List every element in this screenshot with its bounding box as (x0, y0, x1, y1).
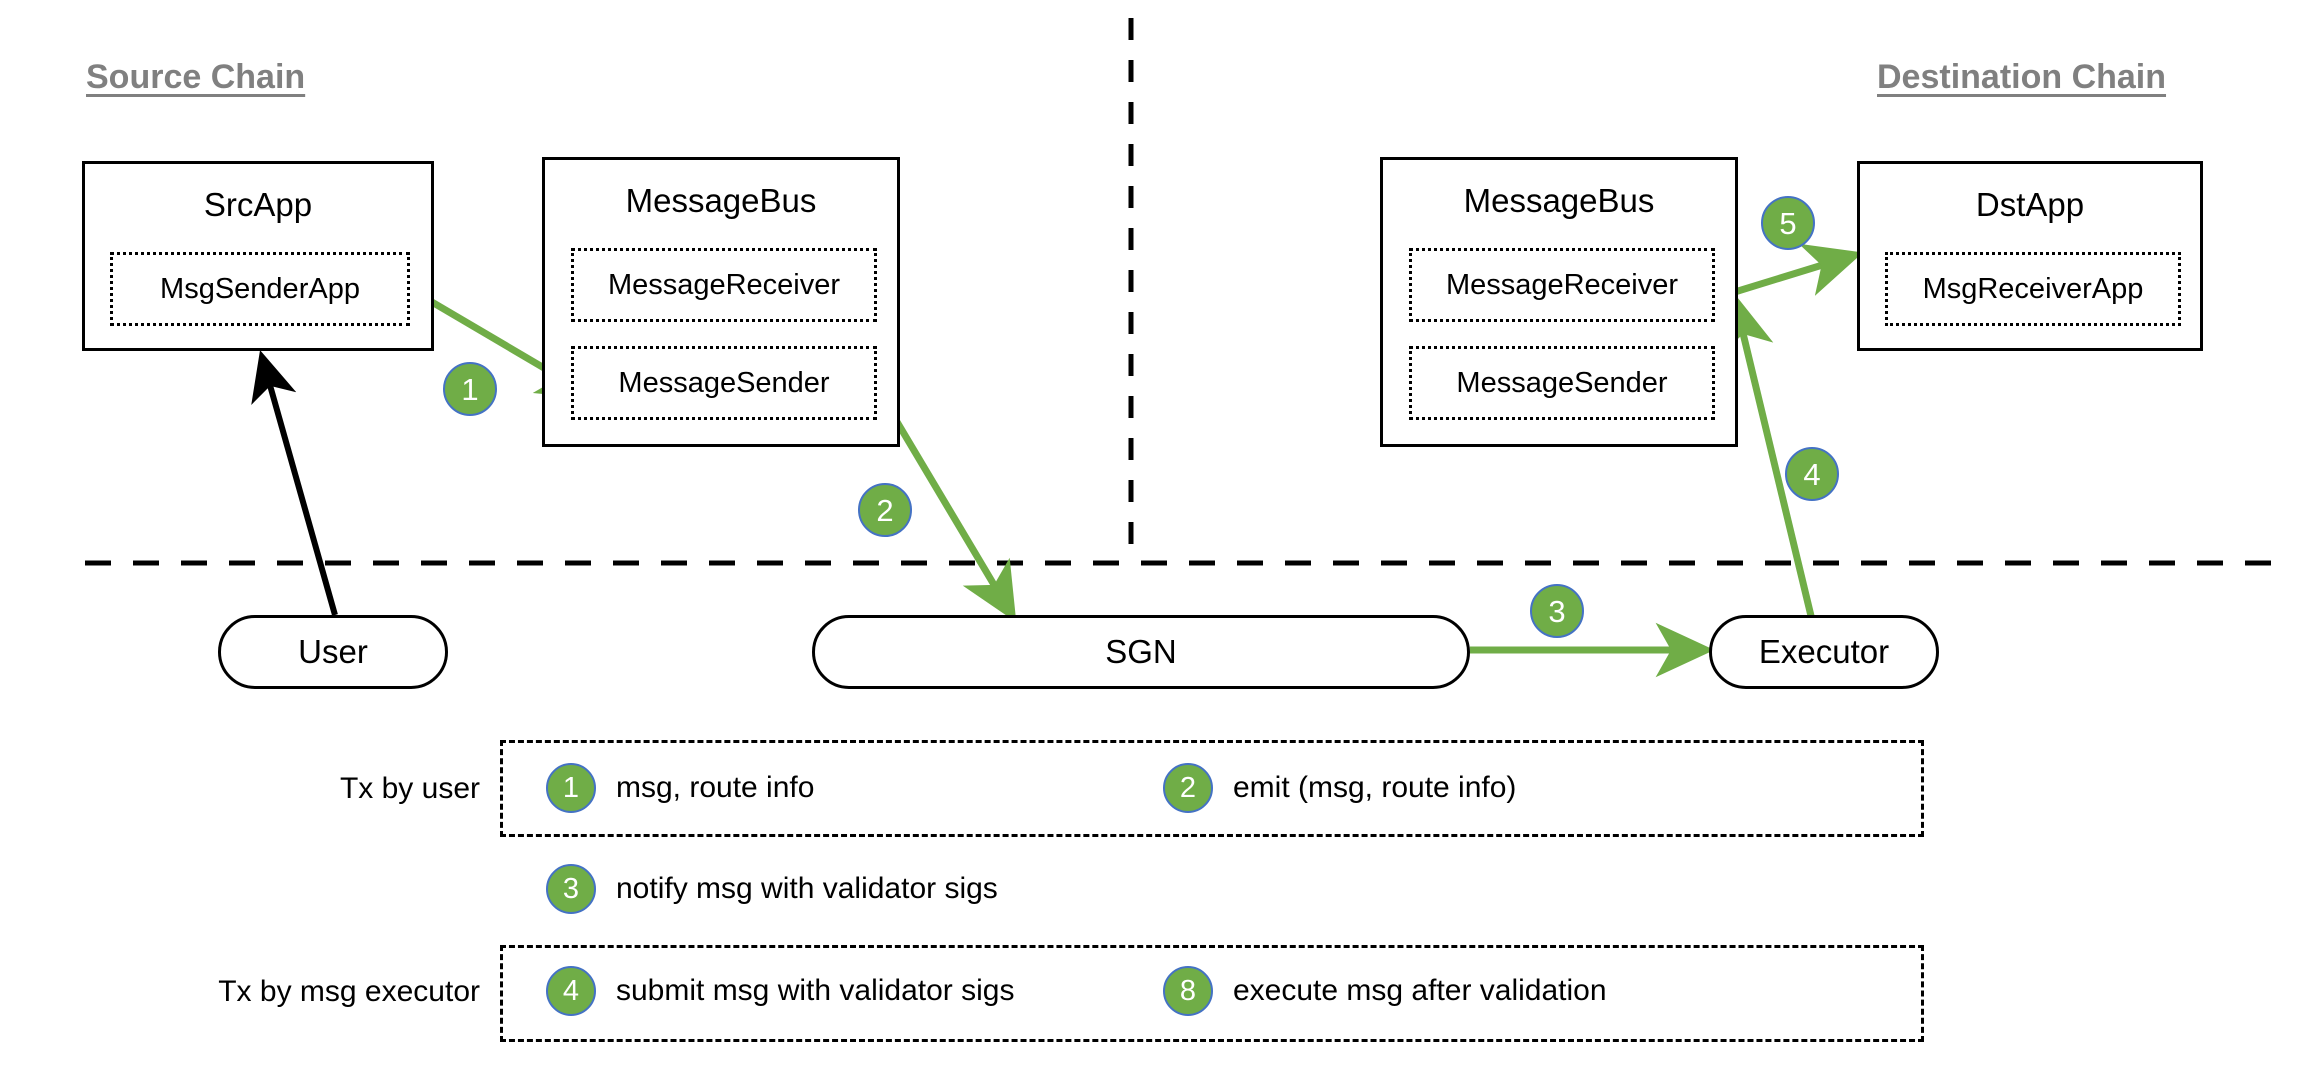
legend-badge-3: 3 (546, 864, 596, 914)
message-bus-destination-component-message-receiver[interactable]: MessageReceiver (1409, 248, 1715, 322)
legend-box-tx-by-msg-executor (500, 945, 1924, 1042)
legend-label-tx-by-msg-executor: Tx by msg executor (218, 975, 480, 1008)
message-bus-source-title: MessageBus (625, 182, 817, 219)
legend-entry-2: 2 emit (msg, route info) (1163, 763, 1516, 813)
src-app-title: SrcApp (203, 186, 313, 223)
legend-text-8: execute msg after validation (1233, 974, 1607, 1007)
legend-entry-1: 1 msg, route info (546, 763, 814, 813)
legend-badge-2: 2 (1163, 763, 1213, 813)
source-chain-title: Source Chain (86, 58, 306, 96)
destination-chain-title: Destination Chain (1877, 58, 2167, 96)
step-badge-2: 2 (858, 483, 912, 537)
legend-text-1: msg, route info (616, 771, 815, 804)
arrow-user-to-srcapp (251, 350, 338, 616)
step-badge-5: 5 (1761, 196, 1815, 250)
node-dst-app[interactable]: DstApp MsgReceiverApp (1857, 161, 2203, 351)
step-badge-1: 1 (443, 362, 497, 416)
legend-entry-4: 4 submit msg with validator sigs (546, 966, 1014, 1016)
legend-label-tx-by-user: Tx by user (339, 772, 480, 805)
legend-text-3: notify msg with validator sigs (616, 872, 998, 905)
node-src-app[interactable]: SrcApp MsgSenderApp (82, 161, 434, 351)
legend-badge-4: 4 (546, 966, 596, 1016)
message-bus-destination-title: MessageBus (1463, 182, 1655, 219)
node-message-bus-destination[interactable]: MessageBus MessageReceiver MessageSender (1380, 157, 1738, 447)
node-sgn[interactable]: SGN (812, 615, 1470, 689)
arrow-step-5 (1723, 243, 1864, 299)
node-executor[interactable]: Executor (1709, 615, 1939, 689)
node-user[interactable]: User (218, 615, 448, 689)
legend-text-2: emit (msg, route info) (1233, 771, 1517, 804)
legend-entry-8: 8 execute msg after validation (1163, 966, 1607, 1016)
src-app-component-msg-sender-app[interactable]: MsgSenderApp (110, 252, 410, 326)
legend-badge-8: 8 (1163, 966, 1213, 1016)
message-bus-source-component-message-receiver[interactable]: MessageReceiver (571, 248, 877, 322)
message-bus-source-component-message-sender[interactable]: MessageSender (571, 346, 877, 420)
step-badge-4: 4 (1785, 447, 1839, 501)
legend-badge-1: 1 (546, 763, 596, 813)
message-bus-destination-component-message-sender[interactable]: MessageSender (1409, 346, 1715, 420)
step-badge-3: 3 (1530, 584, 1584, 638)
legend-entry-3: 3 notify msg with validator sigs (546, 864, 998, 914)
legend-text-4: submit msg with validator sigs (616, 974, 1015, 1007)
node-message-bus-source[interactable]: MessageBus MessageReceiver MessageSender (542, 157, 900, 447)
legend-box-tx-by-user (500, 740, 1924, 837)
dst-app-component-msg-receiver-app[interactable]: MsgReceiverApp (1885, 252, 2181, 326)
dst-app-title: DstApp (1975, 186, 2085, 223)
